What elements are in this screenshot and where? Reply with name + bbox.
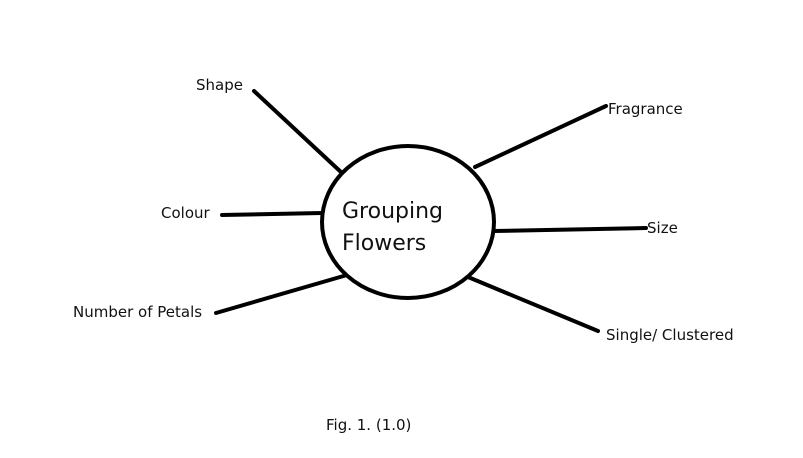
branch-label-size: Size bbox=[647, 219, 678, 237]
branch-label-number-of-petals: Number of Petals bbox=[73, 303, 202, 321]
branch-label-shape: Shape bbox=[196, 76, 243, 94]
spoke-fragrance bbox=[473, 104, 608, 169]
spoke-shape bbox=[252, 89, 344, 175]
spoke-number-of-petals bbox=[214, 273, 349, 315]
branch-label-colour: Colour bbox=[161, 204, 211, 222]
spoke-colour bbox=[220, 211, 324, 217]
figure-caption: Fig. 1. (1.0) bbox=[326, 416, 411, 434]
branch-label-fragrance: Fragrance bbox=[608, 100, 683, 118]
spoke-size bbox=[492, 226, 648, 233]
spoke-single-clustered bbox=[466, 275, 600, 333]
branch-label-single-clustered: Single/ Clustered bbox=[606, 326, 734, 344]
hub-label-line1: Grouping bbox=[342, 199, 443, 224]
hub-label-line2: Flowers bbox=[342, 231, 426, 256]
hub-circle bbox=[320, 144, 496, 300]
